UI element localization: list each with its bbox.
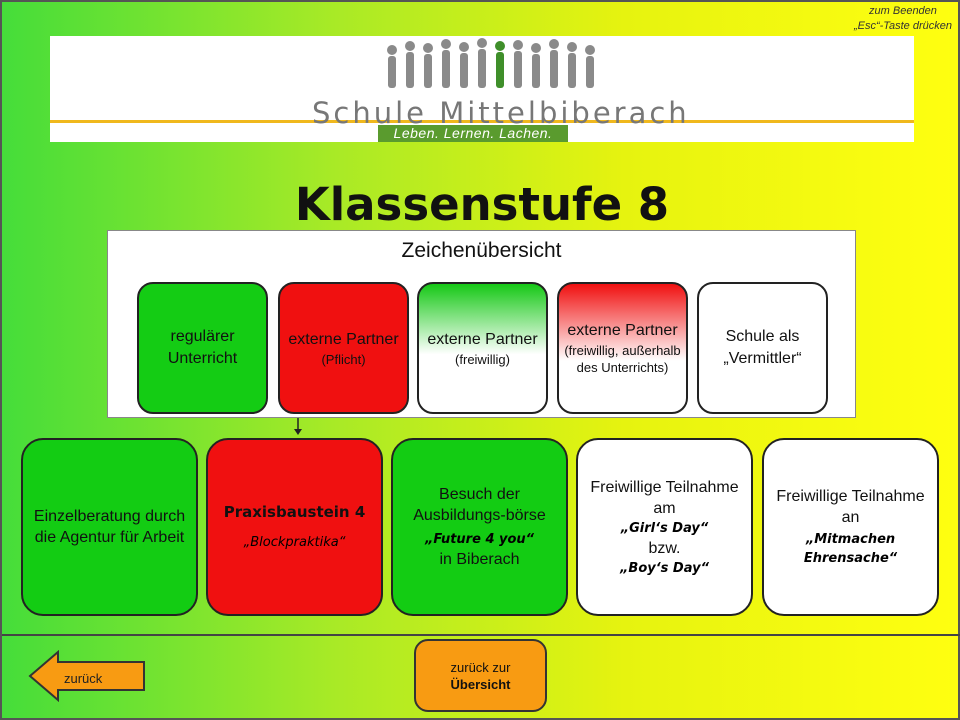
card-text: Freiwillige Teilnahme an (776, 488, 925, 526)
back-arrow-button[interactable] (28, 650, 148, 702)
overview-label-1: zurück zur (450, 659, 511, 675)
overview-button[interactable]: zurück zur Übersicht (414, 639, 547, 712)
legend-chip-sublabel: (freiwillig) (455, 351, 510, 367)
school-logo: Schule Mittelbiberach Leben. Lernen. Lac… (50, 36, 914, 142)
legend-chip-label: regulärer Unterricht (167, 328, 238, 367)
back-label[interactable]: zurück (64, 671, 103, 686)
exit-hint-line1: zum Beenden (869, 5, 937, 17)
legend-chip-sublabel: (Pflicht) (321, 351, 366, 367)
page-title: Klassenstufe 8 (294, 178, 670, 231)
school-name: Schule Mittelbiberach (312, 96, 690, 130)
footer-divider (2, 634, 960, 636)
legend-chip-external-mandatory: externe Partner (Pflicht) (278, 282, 409, 414)
legend-chip-sublabel: (freiwillig, außerhalb des Unterrichts) (564, 343, 681, 375)
card-highlight-2: „Boy‘s Day“ (620, 560, 709, 576)
overview-label-2: Übersicht (450, 676, 511, 692)
card-text: Praxisbaustein 4 (223, 503, 366, 521)
school-slogan: Leben. Lernen. Lachen. (378, 125, 568, 142)
card-text: Einzelberatung durch die Agentur für Arb… (33, 508, 186, 546)
card-extra: in Biberach (439, 551, 520, 568)
card-text: Freiwillige Teilnahme am (590, 478, 739, 517)
legend-title: Zeichenübersicht (401, 239, 562, 262)
exit-hint: zum Beenden „Esc“-Taste drücken (854, 4, 952, 34)
legend-chip-label: externe Partner (288, 330, 399, 348)
legend-chip-external-outside: externe Partner (freiwillig, außerhalb d… (557, 282, 688, 414)
card-girls-boys-day[interactable]: Freiwillige Teilnahme am „Girl‘s Day“ bz… (576, 438, 753, 616)
card-praxisbaustein[interactable]: Praxisbaustein 4 „Blockpraktika“ (206, 438, 383, 616)
card-highlight: „Mitmachen Ehrensache“ (803, 532, 898, 566)
legend-chip-external-voluntary: externe Partner (freiwillig) (417, 282, 548, 414)
legend-chip-label: externe Partner (567, 322, 678, 339)
legend-chip-label: Schule als „Vermittler“ (723, 328, 802, 367)
exit-hint-line2: „Esc“-Taste drücken (853, 20, 952, 32)
legend-chip-regular: regulärer Unterricht (137, 282, 268, 414)
card-agency-counseling[interactable]: Einzelberatung durch die Agentur für Arb… (21, 438, 198, 616)
card-highlight: „Girl‘s Day“ (620, 520, 709, 536)
card-highlight: „Blockpraktika“ (243, 535, 346, 550)
arrow-down-icon (294, 418, 302, 435)
card-training-fair[interactable]: Besuch der Ausbildungs-börse „Future 4 y… (391, 438, 568, 616)
card-mid: bzw. (648, 539, 681, 557)
legend-chip-label: externe Partner (427, 330, 538, 348)
legend-chip-school-mediator: Schule als „Vermittler“ (697, 282, 828, 414)
logo-divider (50, 120, 914, 123)
card-text: Besuch der Ausbildungs-börse (413, 486, 546, 524)
card-mitmachen-ehrensache[interactable]: Freiwillige Teilnahme an „Mitmachen Ehre… (762, 438, 939, 616)
people-silhouette-icon (387, 38, 595, 88)
card-highlight: „Future 4 you“ (424, 532, 535, 547)
